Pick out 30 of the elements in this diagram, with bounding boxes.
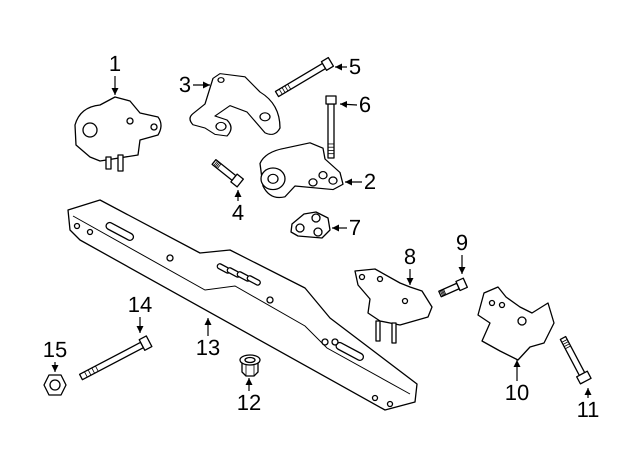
leader-arrow [193, 82, 210, 88]
leader-arrow [340, 100, 358, 108]
leader-arrow [406, 269, 414, 285]
leader-arrow [204, 318, 212, 336]
callout-number: 5 [348, 56, 362, 78]
callout-number: 3 [178, 74, 192, 96]
callout-number: 15 [42, 339, 68, 361]
leader-arrow [345, 178, 362, 186]
callout-number: 4 [232, 202, 244, 224]
leader-arrow [246, 378, 252, 391]
callout-number: 9 [456, 232, 468, 254]
callout-number: 14 [128, 294, 152, 316]
callout-number: 12 [236, 392, 262, 414]
callout-number: 2 [364, 171, 376, 193]
callout-number: 1 [108, 53, 122, 75]
leader-arrow [136, 317, 144, 333]
leader-arrow [335, 64, 347, 70]
callout-number: 8 [404, 246, 416, 268]
leader-arrow [332, 224, 347, 232]
callout-number: 10 [504, 382, 530, 404]
leader-arrow [52, 362, 58, 372]
leader-arrow [584, 388, 592, 398]
callout-number: 11 [576, 399, 600, 421]
leader-arrow [112, 76, 118, 95]
leader-arrow [458, 255, 466, 274]
callout-number: 6 [358, 94, 372, 116]
callout-number: 13 [196, 337, 220, 359]
leader-arrow [234, 190, 242, 201]
callout-number: 7 [348, 217, 362, 239]
leader-arrow [514, 360, 520, 381]
